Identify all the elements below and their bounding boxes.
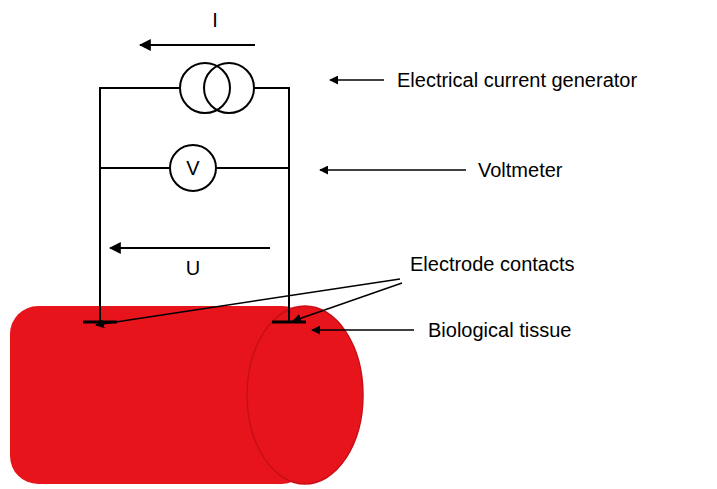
leader-line: [320, 169, 466, 171]
current-source-symbol: [180, 63, 254, 113]
quantity-arrows: [110, 45, 270, 248]
callout-label: Biological tissue: [428, 318, 571, 342]
voltage-symbol: U: [186, 256, 200, 280]
callout-label: Voltmeter: [478, 158, 562, 182]
leader-line: [312, 329, 414, 331]
callout-label: Electrical current generator: [397, 68, 637, 92]
tissue-cylinder: [10, 306, 363, 484]
wire: [100, 167, 170, 169]
current-symbol: I: [212, 8, 218, 32]
wire: [216, 167, 289, 169]
callout-label: Electrode contacts: [410, 252, 575, 276]
leader-line: [330, 79, 384, 81]
cylinder-end-outline: [247, 306, 363, 484]
wire: [99, 88, 101, 322]
voltage-arrow: [110, 247, 270, 249]
wire: [254, 87, 290, 89]
voltmeter-circle: V: [169, 144, 217, 192]
circuit-wires: [99, 88, 290, 322]
wire: [288, 88, 290, 322]
wire: [99, 87, 180, 89]
electrode-plate: [272, 321, 306, 324]
leader-line: [293, 283, 402, 321]
leader-arrows: [96, 80, 466, 330]
cylinder-end: [247, 306, 363, 484]
leader-line: [96, 279, 400, 325]
meter-letter: V: [186, 156, 199, 180]
current-arrow: [140, 44, 255, 46]
source-circle: [204, 63, 254, 113]
